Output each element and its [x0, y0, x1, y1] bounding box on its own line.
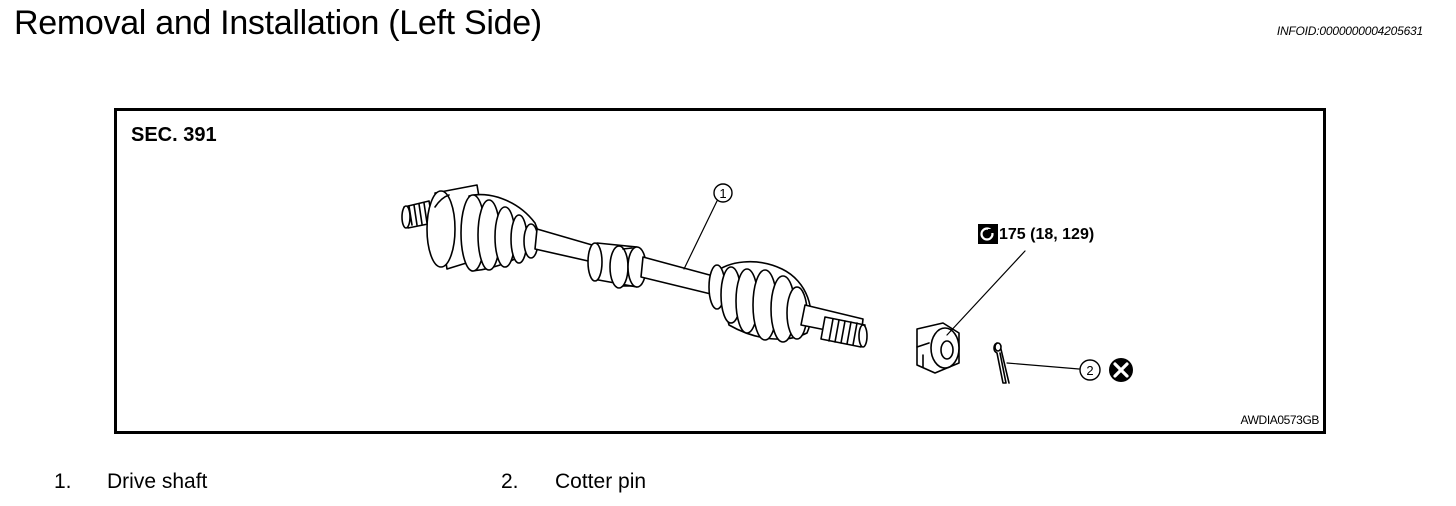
callout-2-number: 2 [1086, 363, 1093, 378]
callout-1-number: 1 [719, 186, 726, 201]
torque-spec: 175 (18, 129) [999, 226, 1095, 243]
legend-number: 1. [54, 470, 72, 493]
section-label: SEC. 391 [131, 124, 217, 146]
callout-2: 2 [1006, 359, 1101, 381]
callout-1: 1 [683, 183, 733, 270]
torque-wrench-icon [978, 224, 998, 244]
info-id: INFOID:0000000004205631 [1276, 24, 1423, 38]
legend-number: 2. [501, 470, 519, 493]
page-title: Removal and Installation (Left Side) [14, 4, 542, 42]
figure-frame: 1 2 [114, 108, 1326, 434]
drive-shaft-drawing [401, 184, 868, 348]
cotter-pin-drawing [993, 342, 1010, 384]
torque-leader [946, 250, 1026, 336]
legend-label: Drive shaft [107, 470, 208, 493]
drive-shaft-illustration: 1 2 [401, 183, 1133, 384]
figure-code: AWDIA0573GB [1240, 413, 1319, 427]
x-circle-icon [1109, 358, 1133, 382]
legend-label: Cotter pin [555, 470, 647, 493]
axle-nut-drawing [916, 322, 960, 374]
